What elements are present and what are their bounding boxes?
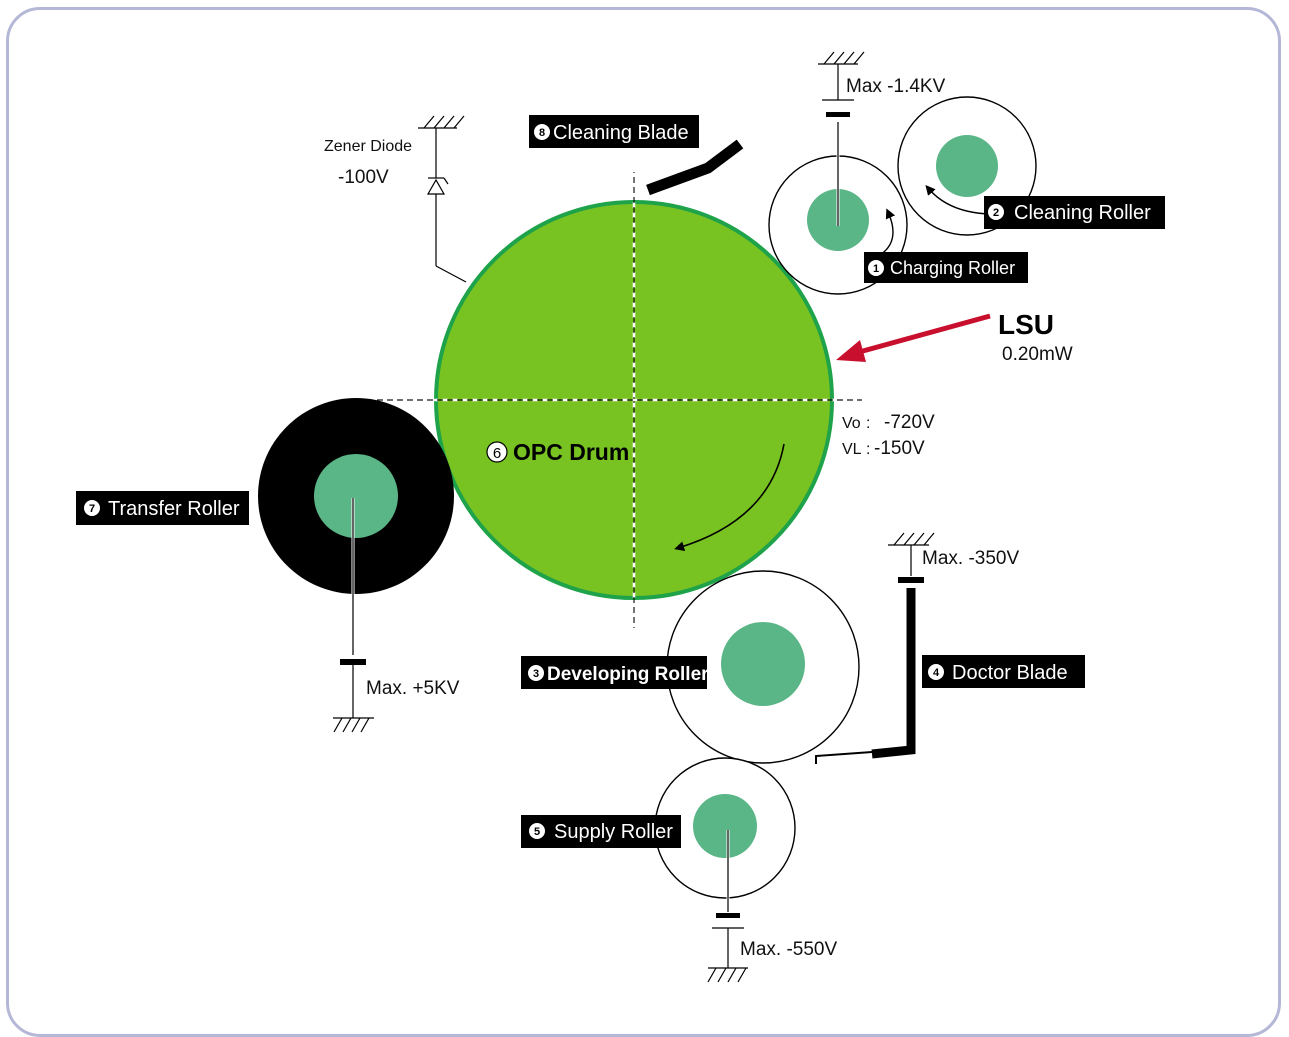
doctor-blade-text: Doctor Blade (952, 662, 1068, 684)
vo-separator: : (866, 415, 870, 432)
transfer-voltage: Max. +5KV (366, 678, 460, 699)
charging-roller-text: Charging Roller (890, 258, 1015, 278)
charging-roller-label: 1 Charging Roller (864, 252, 1028, 283)
vo-symbol: Vo (842, 415, 861, 432)
vl-symbol: VL (842, 441, 862, 458)
cleaning-blade (646, 139, 744, 196)
lsu-label: LSU (998, 309, 1054, 340)
doctor-blade-number: 4 (933, 667, 940, 679)
zener-label: Zener Diode (324, 138, 412, 155)
supply-roller: Max. -550V (654, 757, 837, 983)
developing-roller (666, 570, 860, 764)
drum-number-badge (486, 441, 508, 463)
supply-roller-text: Supply Roller (554, 821, 673, 843)
cleaning-blade-label: 8 Cleaning Blade (529, 115, 699, 148)
cleaning-roller-label: 2 Cleaning Roller (984, 196, 1165, 229)
developing-roller-label: 3 Developing Roller (521, 656, 709, 689)
supply-voltage: Max. -550V (740, 939, 837, 960)
vo-value: -720V (884, 412, 935, 433)
doctor-blade-label: 4 Doctor Blade (922, 655, 1085, 688)
drum-potentials: Vo : -720V VL : -150V (842, 412, 935, 459)
cleaning-blade-number: 8 (539, 127, 545, 139)
doctor-blade: Max. -350V (815, 532, 1019, 764)
cleaning-roller-text: Cleaning Roller (1014, 202, 1151, 224)
transfer-roller-text: Transfer Roller (108, 498, 240, 520)
supply-roller-number: 5 (534, 826, 540, 838)
rotation-arrow-drum (674, 443, 785, 552)
doctor-voltage: Max. -350V (922, 548, 1019, 569)
opc-drum: 6 OPC Drum (362, 172, 862, 628)
developing-roller-text: Developing Roller (547, 664, 709, 685)
cleaning-blade-text: Cleaning Blade (553, 122, 689, 144)
zener-value: -100V (338, 167, 389, 188)
vl-value: -150V (874, 438, 925, 459)
charging-roller-number: 1 (873, 263, 879, 275)
supply-roller-label: 5 Supply Roller (521, 815, 681, 848)
charging-voltage: Max -1.4KV (846, 76, 946, 97)
vl-separator: : (866, 441, 870, 458)
transfer-roller: Max. +5KV (258, 398, 460, 733)
developing-roller-number: 3 (533, 668, 539, 680)
drum-label: OPC Drum (513, 439, 629, 465)
cleaning-roller-number: 2 (993, 207, 999, 219)
transfer-roller-number: 7 (89, 503, 95, 515)
lsu: LSU 0.20mW (836, 309, 1073, 365)
drum-number: 6 (493, 445, 501, 462)
zener-diode: Zener Diode -100V (324, 115, 467, 283)
transfer-roller-label: 7 Transfer Roller (76, 491, 249, 525)
lsu-power: 0.20mW (1002, 344, 1073, 365)
